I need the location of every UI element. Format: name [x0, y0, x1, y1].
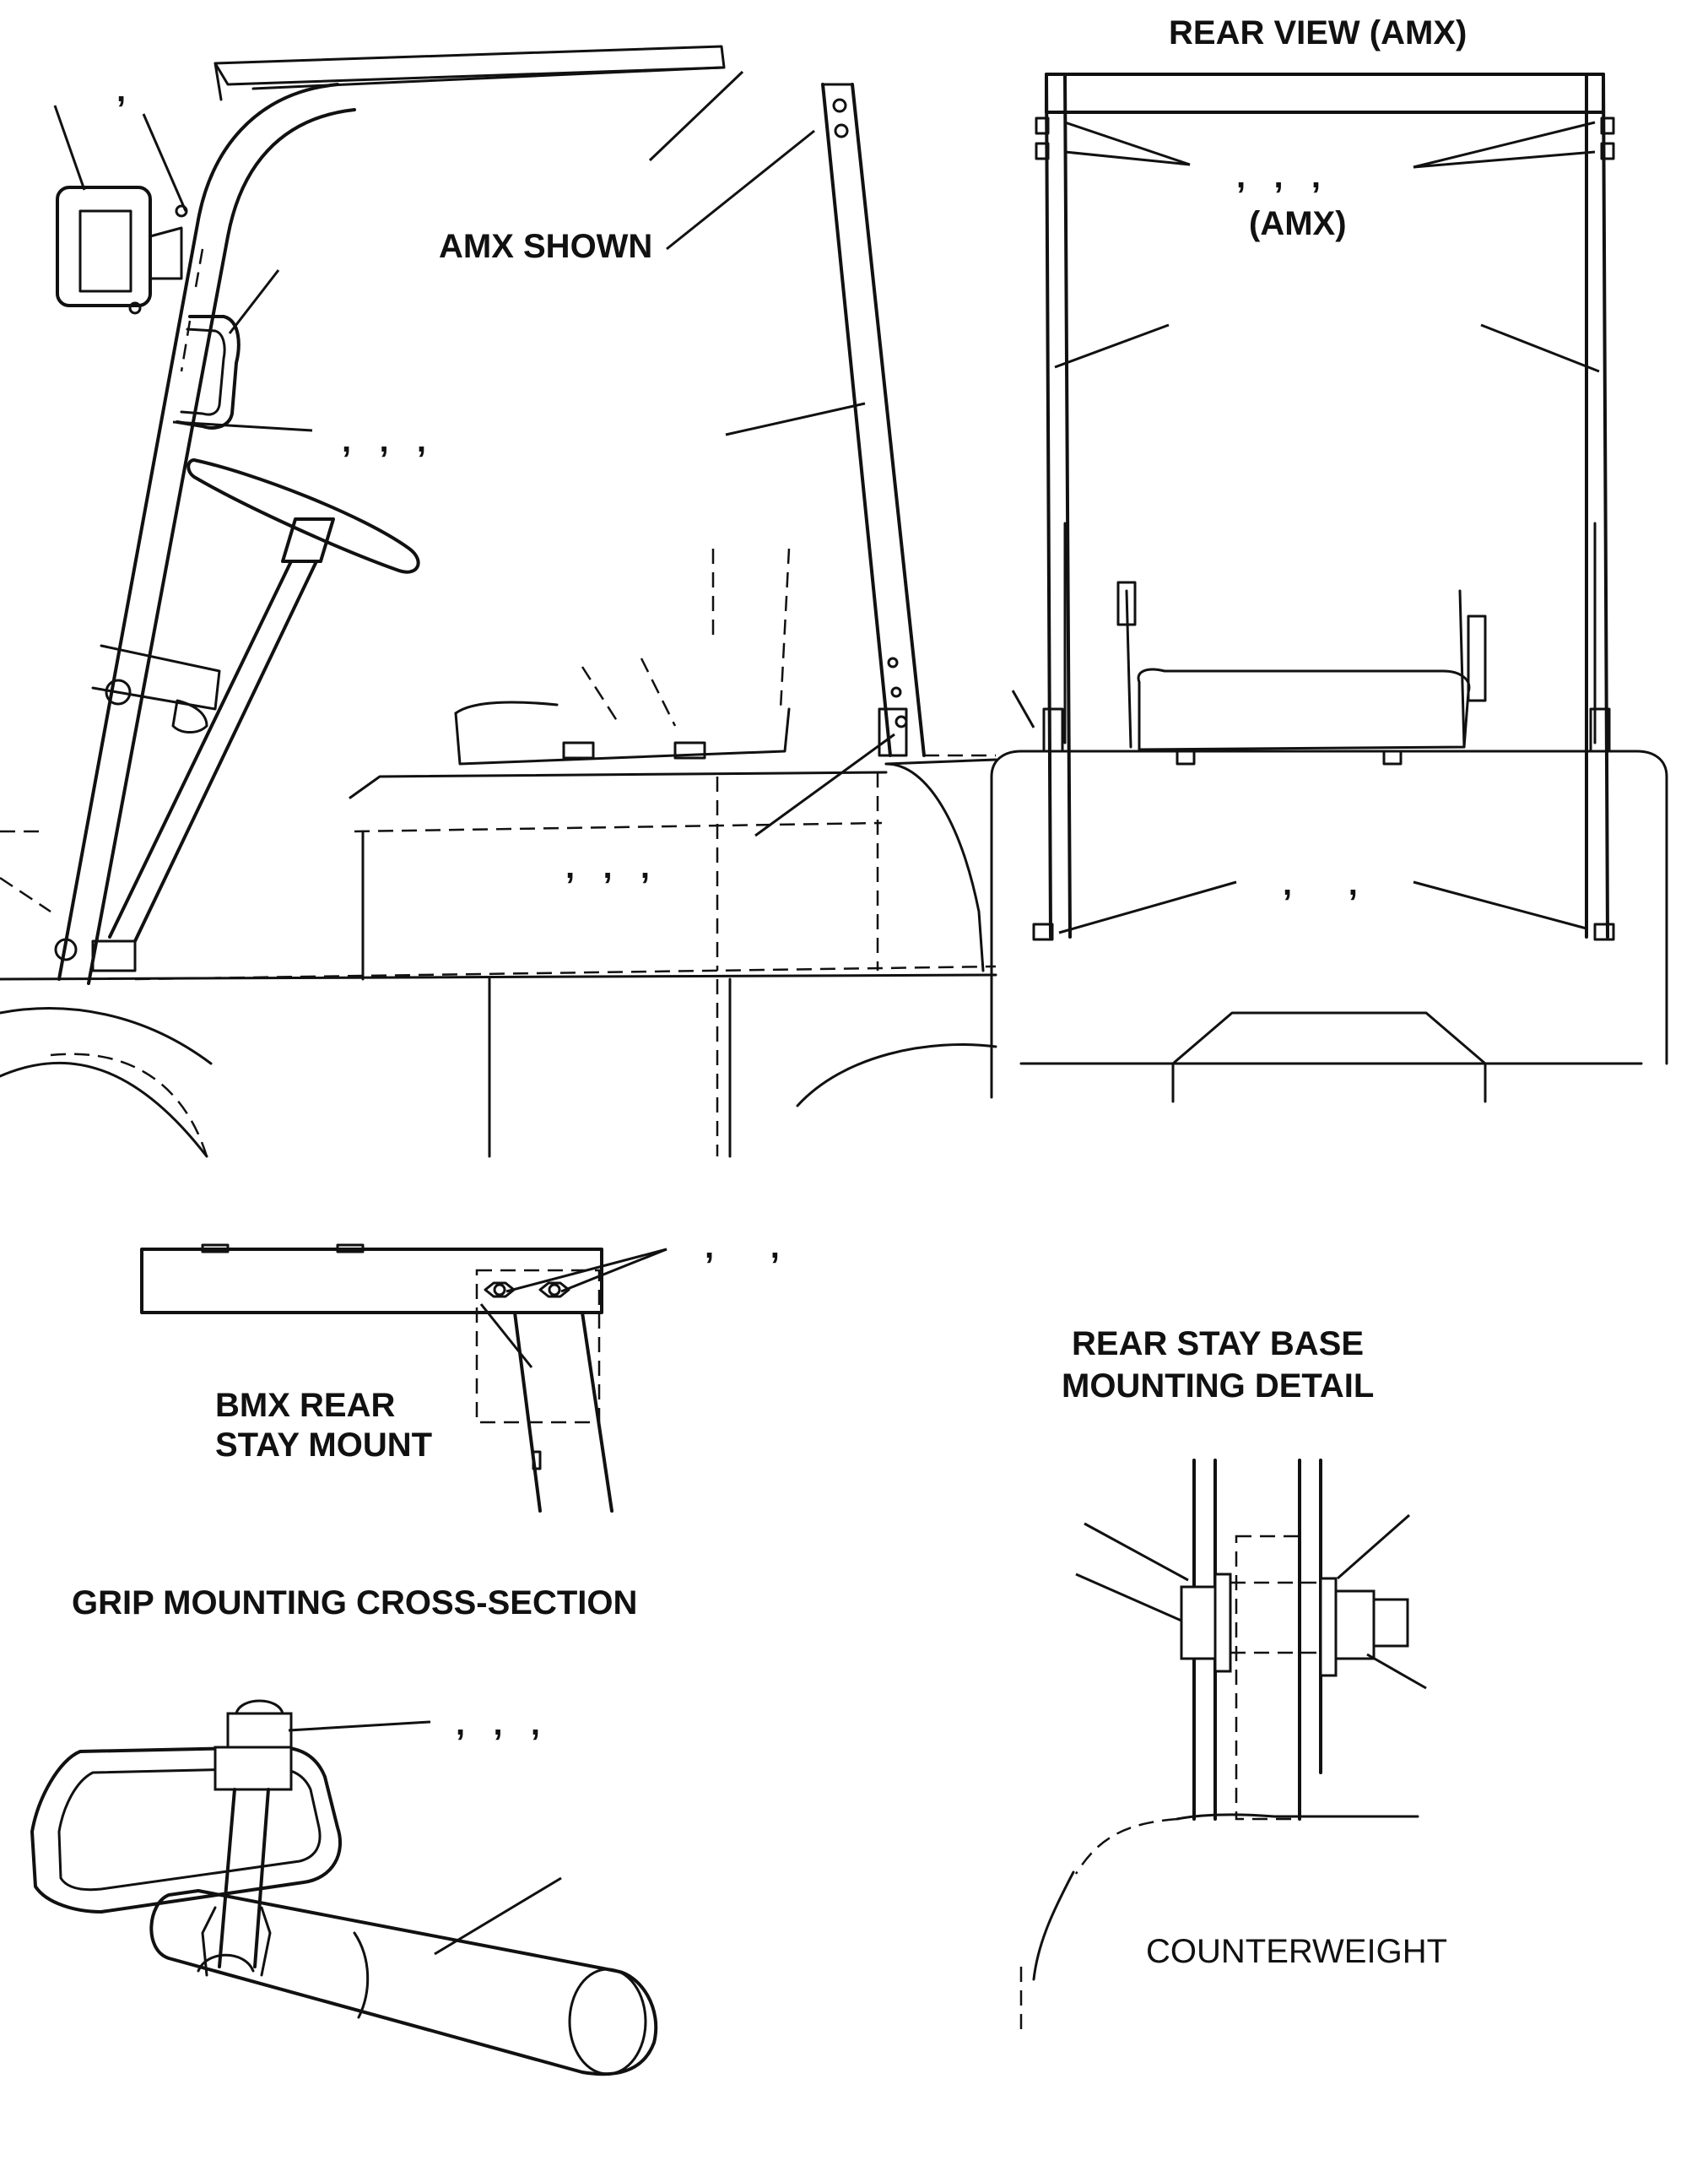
rear-stay-title-2: MOUNTING DETAIL	[1062, 1367, 1374, 1405]
amx-sub-label: (AMX)	[1249, 205, 1347, 242]
callout-base: , , ,	[565, 848, 650, 885]
callout-rear-top: , , ,	[1236, 158, 1321, 195]
rear-stay-title-1: REAR STAY BASE	[1072, 1325, 1364, 1362]
rear-stay-leaders	[1075, 1513, 1427, 1690]
grip-section	[30, 1699, 658, 2076]
side-view	[0, 45, 997, 1158]
grip-leaders	[288, 1720, 562, 1956]
callout-grip-section: , , ,	[456, 1705, 540, 1742]
callout-grip: , , ,	[342, 422, 426, 459]
grip-section-title: GRIP MOUNTING CROSS-SECTION	[72, 1584, 637, 1621]
side-view-leaders	[53, 70, 895, 837]
rear-view-leaders	[1011, 121, 1600, 934]
bmx-detail	[140, 1243, 613, 1513]
bmx-rear-label-2: STAY MOUNT	[215, 1426, 432, 1464]
rear-view	[990, 73, 1668, 1103]
rear-stay-detail	[1019, 1459, 1419, 2034]
amx-shown-label: AMX SHOWN	[439, 228, 652, 265]
bmx-rear-label-1: BMX REAR	[215, 1387, 395, 1424]
bmx-leaders	[479, 1248, 668, 1368]
callout-rear-bottom: , ,	[1283, 865, 1358, 902]
rear-view-title: REAR VIEW (AMX)	[1169, 14, 1467, 51]
counterweight-label: COUNTERWEIGHT	[1146, 1933, 1447, 1970]
callout-mirror: ,	[116, 72, 126, 109]
callout-bmx: , ,	[705, 1228, 780, 1265]
